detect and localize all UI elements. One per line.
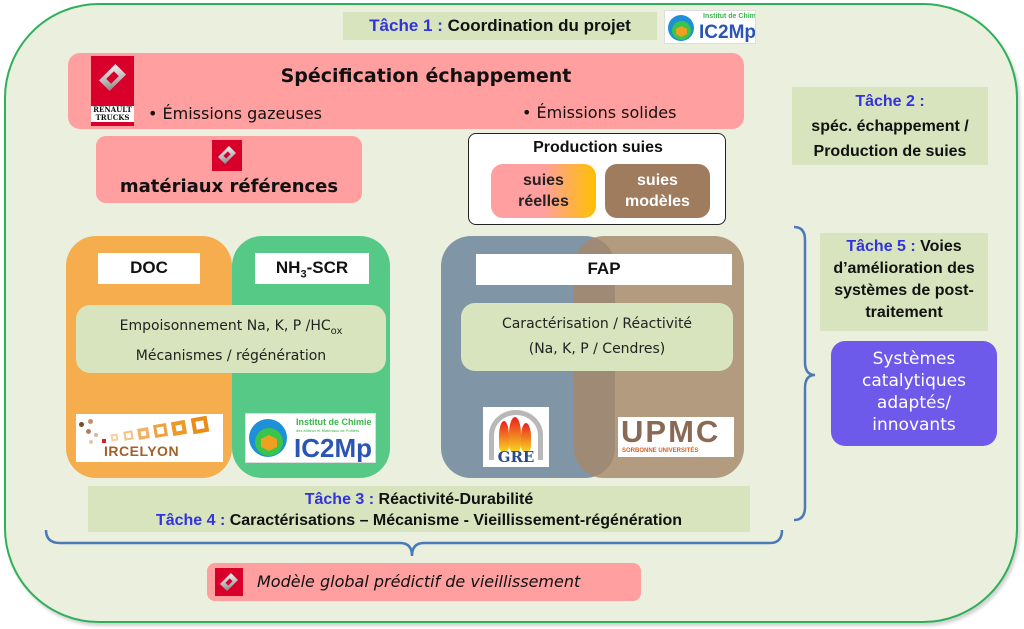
fap-line1: Caractérisation / Réactivité — [501, 316, 693, 332]
task4-text: Caractérisations – Mécanisme - Vieilliss… — [225, 512, 683, 529]
task5-label: Tâche 5 : Voies d’amélioration des systè… — [820, 233, 988, 331]
spec-item-solid: • Émissions solides — [522, 103, 677, 122]
ircelyon-logo: IRCELYON — [76, 414, 223, 462]
task5-line3: systèmes de post- — [834, 282, 974, 299]
reference-materials-label: matériaux références — [119, 176, 339, 197]
renault-trucks-text: RENAULT TRUCKS — [91, 106, 134, 122]
ic2mp-subtitle: des Milieux et Matériaux de Poitiers — [296, 428, 360, 433]
renault-text-line1: RENAULT — [93, 105, 132, 114]
catalytic-systems-box: Systèmes catalytiques adaptés/ innovants — [831, 341, 997, 446]
upmc-subtitle: SORBONNE UNIVERSITÉS — [622, 448, 699, 454]
real-soot-line1: suies — [523, 172, 564, 189]
task2-number: Tâche 2 : — [855, 93, 925, 110]
spec-item-gas: • Émissions gazeuses — [148, 104, 322, 123]
gre-logo: GRE — [483, 407, 549, 467]
task2-line2: Production de suies — [813, 143, 967, 160]
fap-label: FAP — [476, 254, 732, 285]
doc-scr-line1-sub: ox — [330, 325, 343, 337]
task1-label: Tâche 1 : Coordination du projet — [343, 12, 657, 40]
model-soot-line2: modèles — [625, 193, 690, 210]
soot-production-box: Production suies suies réelles suies modèl… — [468, 133, 726, 225]
scr-label-suffix: -SCR — [306, 258, 349, 277]
ic2mp-name: IC2Mp — [699, 22, 756, 43]
task5-line1-text: Voies — [915, 238, 962, 255]
ic2mp-logo-top: Institut de Chimie IC2Mp — [664, 10, 756, 44]
spec-title: Spécification échappement — [280, 65, 572, 87]
task4-line: Tâche 4 : Caractérisations – Mécanisme -… — [88, 510, 750, 531]
upmc-text: UPMC — [621, 417, 721, 449]
real-soot-line2: réelles — [518, 193, 569, 210]
scr-label-main: NH — [275, 258, 301, 277]
task5-line2: d’amélioration des — [833, 260, 975, 277]
doc-scr-line1: Empoisonnement Na, K, P /HCox — [76, 314, 386, 344]
task1-title: Coordination du projet — [447, 16, 631, 35]
task3-text: Réactivité-Durabilité — [374, 491, 534, 508]
systems-line1: Systèmes — [872, 349, 956, 369]
task3-number: Tâche 3 : — [304, 491, 375, 508]
ic2mp-hexagon-icon — [261, 435, 277, 451]
doc-label: DOC — [98, 253, 200, 284]
gre-text: GRE — [497, 448, 535, 466]
doc-scr-line2: Mécanismes / régénération — [135, 347, 327, 364]
renault-diamond-icon — [219, 572, 239, 592]
task5-line4: traitement — [865, 304, 943, 321]
task4-number: Tâche 4 : — [155, 512, 226, 529]
doc-scr-details-box: Empoisonnement Na, K, P /HCox Mécanismes… — [76, 305, 386, 373]
spec-exhaust-box: RENAULT TRUCKS Spécification échappement… — [68, 53, 744, 129]
task5-line1: Tâche 5 : Voies — [820, 236, 988, 258]
systems-line3: adaptés/ — [876, 393, 952, 413]
task2-line1: spéc. échappement / — [811, 118, 969, 135]
doc-scr-line1-text: Empoisonnement Na, K, P /HC — [119, 318, 331, 334]
model-soot-line1: suies — [637, 172, 678, 189]
soot-production-title: Production suies — [533, 139, 663, 156]
task5-number: Tâche 5 : — [846, 238, 916, 255]
systems-line4: innovants — [872, 415, 956, 435]
renault-logo — [212, 140, 242, 171]
ircelyon-text: IRCELYON — [104, 443, 180, 459]
model-soot-box: suies modèles — [605, 164, 710, 218]
task2-label: Tâche 2 : spéc. échappement / Production… — [792, 87, 988, 165]
ic2mp-title: Institut de Chimie — [703, 13, 756, 20]
scr-label: NH3-SCR — [255, 253, 369, 284]
task3-4-label: Tâche 3 : Réactivité-Durabilité Tâche 4 … — [88, 486, 750, 532]
scr-label-sub: 3 — [300, 268, 307, 281]
task1-number: Tâche 1 : — [369, 16, 443, 35]
task3-line: Tâche 3 : Réactivité-Durabilité — [88, 489, 750, 510]
renault-logo-model — [215, 568, 243, 596]
systems-line2: catalytiques — [862, 371, 966, 391]
renault-trucks-logo: RENAULT TRUCKS — [91, 56, 134, 126]
global-model-box: Modèle global prédictif de vieillissemen… — [207, 563, 641, 601]
renault-text-line2: TRUCKS — [95, 113, 130, 122]
fap-line2: (Na, K, P / Cendres) — [528, 341, 666, 357]
ic2mp-hexagon-icon — [676, 26, 687, 37]
real-soot-box: suies réelles — [491, 164, 596, 218]
ic2mp-logo: Institut de Chimie des Milieux et Matéri… — [245, 413, 376, 463]
reference-materials-box: matériaux références — [96, 136, 362, 203]
fap-details-box: Caractérisation / Réactivité (Na, K, P /… — [461, 303, 733, 371]
global-model-label: Modèle global prédictif de vieillissemen… — [257, 572, 581, 591]
ic2mp-title-bottom: Institut de Chimie — [296, 417, 372, 427]
upmc-logo: UPMC SORBONNE UNIVERSITÉS — [618, 417, 734, 457]
ic2mp-name-bottom: IC2Mp — [294, 433, 372, 463]
renault-diamond-icon — [217, 145, 237, 165]
